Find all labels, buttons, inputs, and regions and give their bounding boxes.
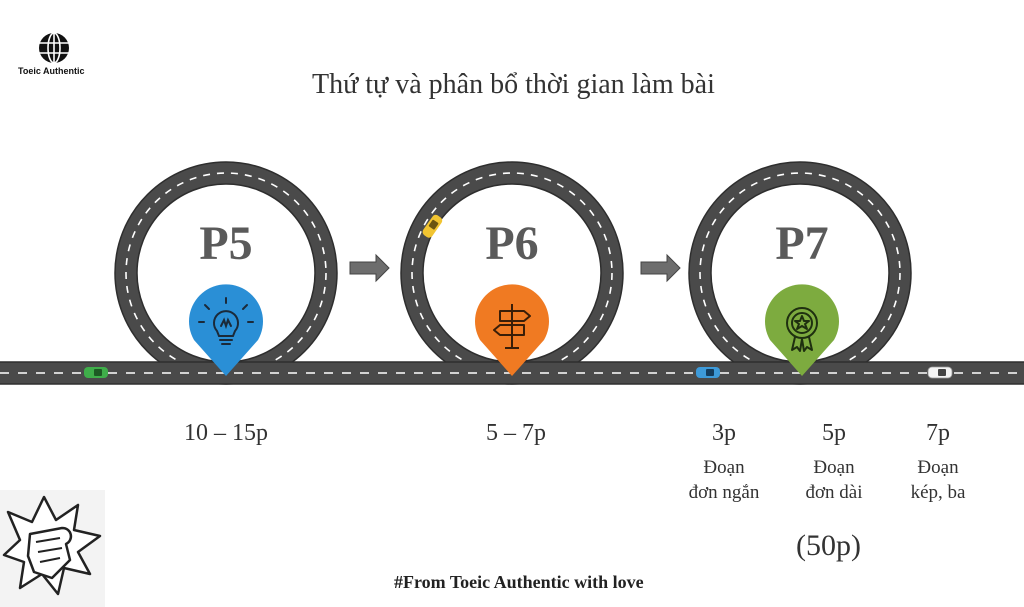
desc-p7-long: Đoạn đơn dài — [784, 455, 884, 505]
car-green — [84, 367, 108, 378]
car-blue — [696, 367, 720, 378]
globe-logo-icon — [39, 32, 69, 64]
arrow-right-icon — [640, 253, 681, 283]
desc-line: Đoạn — [703, 457, 745, 478]
footer-tagline: #From Toeic Authentic with love — [394, 572, 644, 592]
time-p5: 10 – 15p — [184, 420, 268, 446]
desc-line: Đoạn — [917, 457, 959, 478]
desc-line: đơn ngắn — [688, 482, 760, 503]
part-label-p5: P5 — [199, 217, 253, 270]
brand-name: Toeic Authentic — [18, 66, 85, 76]
car-white — [927, 366, 953, 379]
time-p7-multi: 7p — [926, 420, 950, 446]
award-badge-icon — [786, 307, 818, 352]
signpost-icon — [493, 304, 531, 349]
pin-marker-p7 — [764, 284, 840, 376]
desc-line: đơn dài — [805, 482, 863, 503]
time-p6: 5 – 7p — [486, 420, 546, 446]
desc-p7-multi: Đoạn kép, ba — [888, 455, 988, 505]
part-label-p7: P7 — [775, 217, 829, 270]
fist-burst-icon — [0, 490, 105, 607]
desc-p7-short: Đoạn đơn ngắn — [674, 455, 774, 505]
lightbulb-icon — [198, 297, 254, 345]
p7-total-time: (50p) — [796, 529, 861, 562]
time-p7-long: 5p — [822, 420, 846, 446]
desc-line: Đoạn — [813, 457, 855, 478]
part-label-p6: P6 — [485, 217, 539, 270]
car-yellow — [422, 214, 443, 238]
page-title: Thứ tự và phân bổ thời gian làm bài — [312, 69, 715, 100]
arrow-right-icon — [349, 253, 390, 283]
desc-line: kép, ba — [910, 482, 966, 503]
time-p7-short: 3p — [712, 420, 736, 446]
